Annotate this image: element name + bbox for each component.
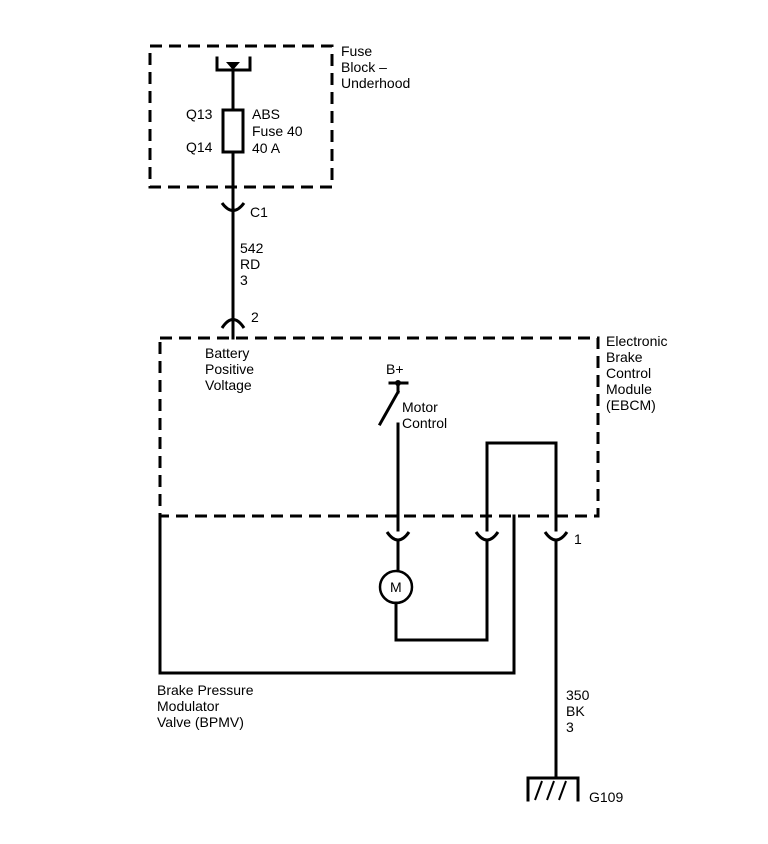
ground-label: G109 [589,789,623,805]
motor-control-switch-blade [377,389,401,427]
wire-542-circuit: 542 [240,240,264,256]
bpmv-label-1: Brake Pressure [157,682,254,698]
fuse-block: Q13 Q14 ABS Fuse 40 40 A Fuse Block – Un… [148,43,410,202]
motor-control-label-1: Motor [402,399,438,415]
fuse-block-label-2: Block – [341,59,387,75]
bpmv-label-2: Modulator [157,698,220,714]
abs-fuse-element [221,108,245,154]
ebcm-boundary [158,336,600,518]
fuse-terminal-q14: Q14 [186,139,213,155]
fuse-block-label-1: Fuse [341,43,372,59]
fuse-terminal-q13: Q13 [186,106,213,122]
battery-voltage-label-1: Battery [205,345,249,361]
ebcm-label-3: Control [606,365,651,381]
connector-pin-2-label: 2 [251,309,259,325]
wire-542-gauge: 3 [240,272,248,288]
motor-control-label-2: Control [402,415,447,431]
motor: M [378,569,489,642]
ebcm-label-1: Electronic [606,333,667,349]
ground-hatch-1 [534,780,543,801]
ebcm-connector-pins: 1 [385,531,582,642]
wire-350-gauge: 3 [566,719,574,735]
connector-pin-2: 2 [220,309,259,340]
connector-c1-label: C1 [250,204,268,220]
bpmv: Brake Pressure Modulator Valve (BPMV) [157,514,516,730]
bplus-label: B+ [386,361,404,377]
ground-hatch-3 [558,780,567,801]
wire-350: 350 BK 3 [554,538,590,780]
fuse-block-label-3: Underhood [341,75,410,91]
wire-542: 542 RD 3 [231,209,264,324]
fuse-block-boundary [148,44,334,189]
bpmv-label-3: Valve (BPMV) [157,714,244,730]
motor-symbol-letter: M [390,579,402,595]
wire-542-color: RD [240,256,260,272]
wire-350-circuit: 350 [566,687,590,703]
ebcm-label-2: Brake [606,349,643,365]
abs-fuse-rating: 40 A [252,140,281,156]
ground-symbol-frame [526,776,580,802]
battery-voltage-label-2: Positive [205,361,254,377]
ground-hatch-2 [546,780,555,801]
ground-g109: G109 [526,776,623,805]
connector-pin-1-label: 1 [574,531,582,547]
battery-voltage-label-3: Voltage [205,377,252,393]
bpmv-boundary [158,514,516,675]
fuse-block-bus-arrow [226,62,240,70]
ebcm-module: Electronic Brake Control Module (EBCM) B… [158,333,667,532]
connector-c1: C1 [220,198,268,220]
wire-350-color: BK [566,703,585,719]
ebcm-label-4: Module [606,381,652,397]
motor-return-wire [394,601,489,642]
abs-fuse-name: Fuse 40 [252,123,303,139]
ebcm-label-5: (EBCM) [606,397,656,413]
abs-fuse-label: ABS [252,106,280,122]
ebcm-internal-loop [485,441,558,532]
